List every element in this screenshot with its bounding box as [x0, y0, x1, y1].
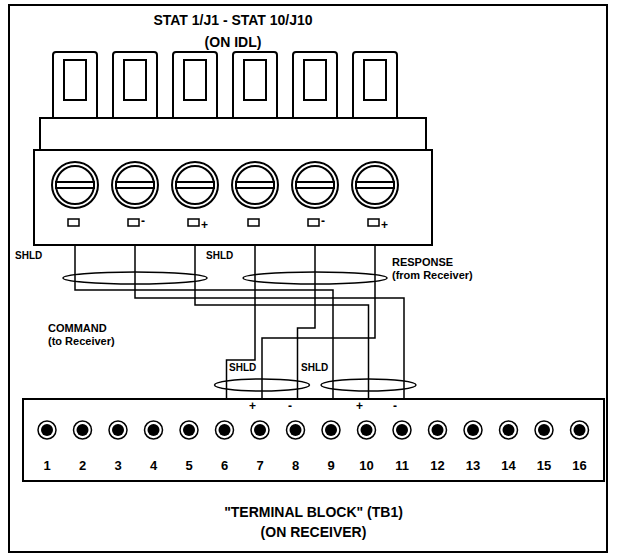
- terminal-block: 12345678910111213141516"TERMINAL BLOCK" …: [22, 398, 605, 482]
- terminal-number: 9: [319, 459, 343, 474]
- cable: [215, 245, 388, 398]
- terminal-number: 6: [213, 459, 237, 474]
- connector-title: STAT 1/J1 - STAT 10/J10: [34, 12, 432, 28]
- polarity-mark: -: [141, 215, 145, 229]
- terminal-number: 16: [568, 459, 592, 474]
- terminal-number: 5: [177, 459, 201, 474]
- cable-label: RESPONSE (from Receiver): [392, 256, 477, 281]
- polarity-mark: +: [381, 219, 388, 233]
- terminal-number: 10: [355, 459, 379, 474]
- frame: [9, 5, 607, 552]
- terminal-number: 8: [284, 459, 308, 474]
- shield-label: SHLD: [228, 362, 257, 374]
- signal-polarity: +: [248, 400, 257, 414]
- terminal-number: 4: [142, 459, 166, 474]
- signal-polarity: -: [392, 400, 398, 414]
- terminal-number: 14: [497, 459, 521, 474]
- terminal-number: 13: [461, 459, 485, 474]
- signal-polarity: +: [355, 400, 364, 414]
- shield-label: SHLD: [300, 362, 329, 374]
- terminal-number: 3: [106, 459, 130, 474]
- terminal-number: 11: [390, 459, 414, 474]
- cable-label: COMMAND (to Receiver): [48, 322, 119, 347]
- terminal-number: 7: [248, 459, 272, 474]
- terminal-number: 15: [532, 459, 556, 474]
- signal-polarity: -: [287, 400, 293, 414]
- terminal-number: 2: [71, 459, 95, 474]
- idl-plug: [34, 52, 432, 245]
- terminal-number: 12: [426, 459, 450, 474]
- shield-label: SHLD: [14, 250, 43, 262]
- polarity-mark: +: [201, 219, 208, 233]
- terminal-number: 1: [35, 459, 59, 474]
- polarity-mark: -: [321, 215, 325, 229]
- terminal-block-title: (ON RECEIVER): [22, 524, 605, 540]
- terminal-block-title: "TERMINAL BLOCK" (TB1): [22, 504, 605, 520]
- idl-connector: STAT 1/J1 - STAT 10/J10(ON IDL)-+-+: [34, 118, 432, 245]
- connector-location: (ON IDL): [34, 34, 432, 50]
- terminal-screws: [38, 421, 589, 439]
- shield-label: SHLD: [205, 250, 234, 262]
